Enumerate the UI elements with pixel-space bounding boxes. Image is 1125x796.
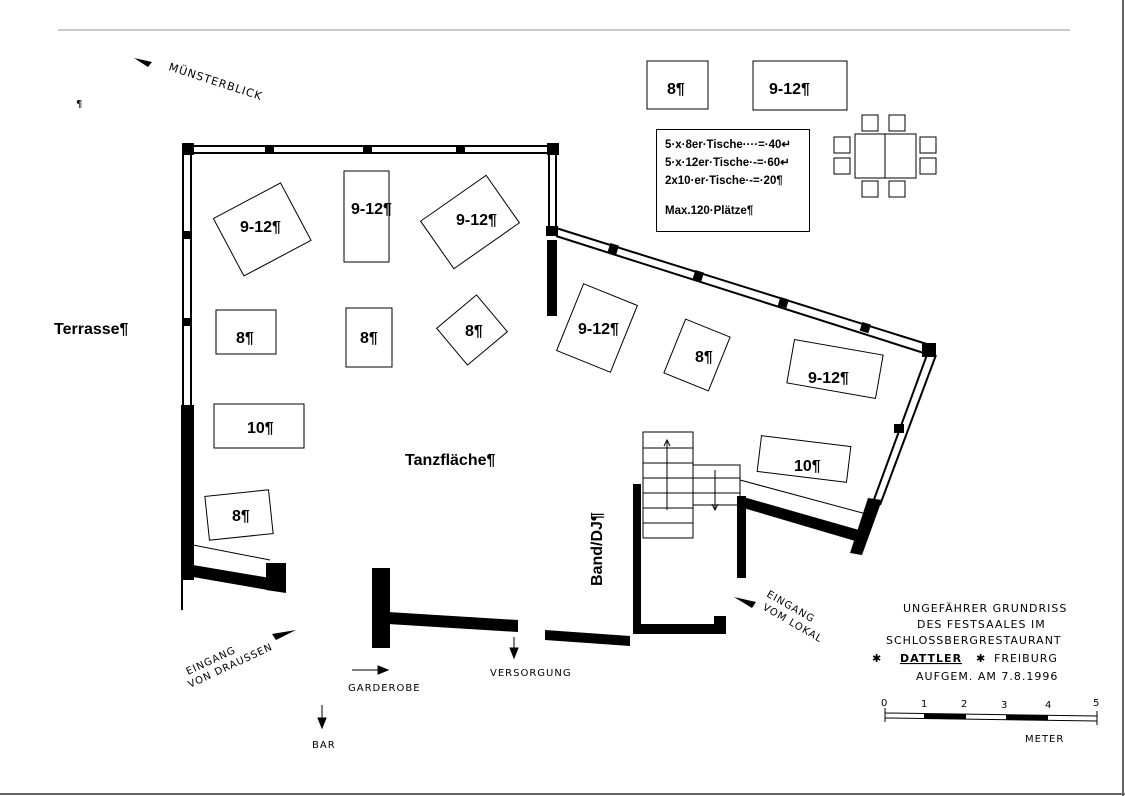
- table-5-label: 8¶: [360, 330, 378, 347]
- table-9: [555, 283, 639, 373]
- table-1: [212, 182, 312, 277]
- sample-table-large: [752, 60, 848, 111]
- legend-line-10er: 2x10·er·Tische·-=·20¶: [665, 175, 783, 187]
- capacity-legend: 5·x·8er·Tische····=·40↵ 5·x·12er·Tische·…: [656, 129, 810, 232]
- table-4: [215, 309, 277, 355]
- dancefloor-label: Tanzfläche¶: [405, 452, 496, 469]
- title-line-3: SCHLOSSBERGRESTAURANT: [886, 634, 1062, 647]
- title-line-4-city: FREIBURG: [994, 652, 1058, 665]
- garderobe-arrow: [352, 665, 390, 675]
- title-line-2: DES FESTSAALES IM: [917, 618, 1046, 631]
- table-5: [345, 307, 393, 368]
- versorgung-label: VERSORGUNG: [490, 668, 572, 679]
- scale-bar: [884, 708, 1098, 725]
- bar-arrow: [317, 705, 327, 730]
- title-line-5: AUFGEM. AM 7.8.1996: [916, 670, 1058, 683]
- eingang-draussen-arrow: [272, 630, 296, 640]
- table-9-label: 9-12¶: [578, 321, 619, 338]
- stray-mark: ¶: [76, 99, 83, 110]
- sample-table-large-label: 9-12¶: [769, 81, 810, 98]
- table-2: [343, 170, 390, 263]
- title-line-1: UNGEFÄHRER GRUNDRISS: [903, 602, 1067, 615]
- legend-line-12er: 5·x·12er·Tische·-=·60↵: [665, 157, 790, 169]
- scale-tick-5: 5: [1093, 698, 1100, 709]
- table-with-chairs-icon: [833, 114, 937, 198]
- table-12-label: 10¶: [794, 458, 821, 475]
- band-label: Band/DJ¶: [589, 512, 606, 586]
- tables: [204, 60, 884, 541]
- bar-label: BAR: [312, 740, 336, 751]
- table-1-label: 9-12¶: [240, 219, 281, 236]
- table-6-label: 8¶: [465, 323, 483, 340]
- table-7: [213, 403, 305, 449]
- table-10-label: 8¶: [695, 349, 713, 366]
- star-icon-left: ✱: [872, 652, 882, 665]
- staircase: [642, 431, 741, 539]
- muensterblick-label: MÜNSTERBLICK: [167, 60, 264, 103]
- versorgung-arrow: [509, 637, 519, 660]
- table-2-label: 9-12¶: [351, 201, 392, 218]
- scale-tick-4: 4: [1045, 700, 1052, 711]
- table-10: [663, 318, 731, 392]
- scale-unit-label: METER: [1025, 734, 1064, 745]
- title-line-4-name: DATTLER: [900, 652, 962, 665]
- star-icon-right: ✱: [976, 652, 986, 665]
- table-3-label: 9-12¶: [456, 212, 497, 229]
- terrace-label: Terrasse¶: [54, 321, 129, 338]
- walls: [181, 143, 937, 648]
- muensterblick-arrow: [134, 58, 152, 67]
- scale-tick-0: 0: [881, 698, 888, 709]
- table-3: [419, 174, 521, 270]
- table-4-label: 8¶: [236, 330, 254, 347]
- garderobe-label: GARDEROBE: [348, 683, 421, 694]
- legend-line-8er: 5·x·8er·Tische····=·40↵: [665, 139, 792, 151]
- scale-tick-2: 2: [961, 699, 968, 710]
- table-6: [435, 294, 509, 366]
- table-8: [204, 489, 274, 541]
- scale-tick-1: 1: [921, 699, 928, 710]
- table-7-label: 10¶: [247, 420, 274, 437]
- scale-tick-3: 3: [1001, 700, 1008, 711]
- sample-table-small-label: 8¶: [667, 81, 685, 98]
- legend-total: Max.120·Plätze¶: [665, 205, 754, 217]
- table-11: [786, 338, 884, 400]
- eingang-lokal-arrow: [734, 597, 756, 608]
- table-8-label: 8¶: [232, 508, 250, 525]
- table-11-label: 9-12¶: [808, 370, 849, 387]
- table-12: [756, 435, 852, 483]
- sample-table-small: [646, 60, 709, 110]
